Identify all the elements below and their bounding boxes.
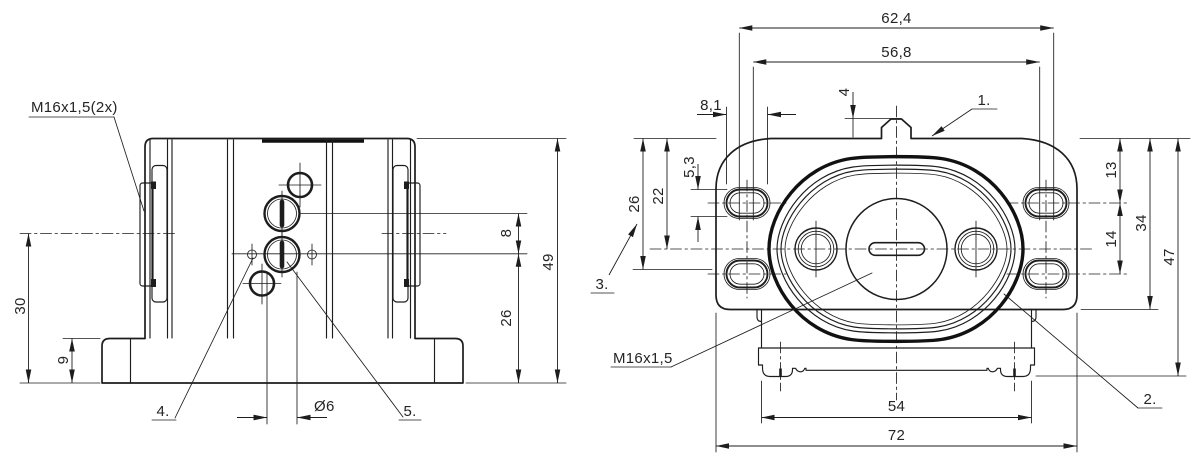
dim-4-text: 4 bbox=[836, 88, 853, 97]
oval-ring-outer bbox=[767, 154, 1025, 344]
dim-9-text: 9 bbox=[55, 356, 72, 365]
dim-26-front: 26 bbox=[626, 138, 713, 270]
central-plug bbox=[845, 197, 948, 301]
side-body-outline bbox=[144, 137, 416, 339]
slot-hole-bottom-left bbox=[723, 258, 771, 290]
dim-72-text: 72 bbox=[888, 427, 905, 444]
oval-ring-4 bbox=[784, 172, 1008, 326]
dim-dia6-text: Ø6 bbox=[314, 398, 335, 415]
dim-26-side-text: 26 bbox=[498, 309, 515, 326]
slot-hole-top-right bbox=[1022, 187, 1070, 219]
side-plug-upper-slot bbox=[279, 199, 285, 228]
callout-5-text: 5. bbox=[403, 403, 416, 420]
slot-hole-bottom-right bbox=[1022, 258, 1070, 290]
dim-62-4-text: 62,4 bbox=[881, 10, 911, 27]
callout-4: 4. bbox=[151, 257, 254, 421]
dim-8-1: 8,1 bbox=[697, 97, 796, 185]
dim-26-front-text: 26 bbox=[626, 195, 643, 212]
dim-13-text: 13 bbox=[1103, 161, 1120, 178]
side-hole-bottom bbox=[248, 270, 276, 297]
front-oval-cover bbox=[767, 154, 1025, 344]
front-base-bottom-profile bbox=[757, 364, 1036, 378]
dim-22: 22 bbox=[650, 138, 670, 249]
dim-14-text: 14 bbox=[1103, 230, 1120, 247]
dim-4: 4 bbox=[836, 88, 901, 138]
side-thread-label: M16x1,5(2x) bbox=[31, 99, 118, 116]
side-pin-left bbox=[247, 249, 257, 260]
callout-2-text: 2. bbox=[1143, 391, 1156, 408]
side-holes bbox=[231, 162, 528, 305]
port-right bbox=[954, 220, 998, 278]
front-thread-callout: M16x1,5 bbox=[610, 272, 873, 368]
side-plug-lower-slot bbox=[279, 240, 285, 269]
dim-62-4: 62,4 bbox=[738, 10, 1055, 221]
front-flange-outline bbox=[715, 118, 1078, 311]
dim-30-text: 30 bbox=[12, 297, 29, 314]
side-hole-top bbox=[286, 171, 314, 199]
callout-2: 2. bbox=[1003, 293, 1163, 409]
dim-8-1-text: 8,1 bbox=[700, 97, 722, 114]
callout-1-text: 1. bbox=[977, 92, 990, 109]
dim-34-text: 34 bbox=[1133, 214, 1150, 231]
oval-ring-2 bbox=[776, 164, 1016, 334]
side-view: 30 9 8 26 49 Ø6 bbox=[12, 99, 567, 425]
callout-5: 5. bbox=[286, 261, 422, 421]
dim-30: 30 bbox=[12, 233, 101, 384]
dim-13: 13 bbox=[1103, 138, 1123, 203]
port-left bbox=[794, 220, 838, 278]
dim-22-text: 22 bbox=[650, 187, 667, 204]
dim-56-8-text: 56,8 bbox=[881, 44, 911, 61]
dim-54: 54 bbox=[761, 380, 1032, 424]
oval-ring-3 bbox=[780, 168, 1012, 330]
front-thread-label: M16x1,5 bbox=[613, 350, 673, 367]
dim-47-text: 47 bbox=[1161, 248, 1178, 265]
callout-3: 3. bbox=[590, 223, 638, 294]
dim-dia6: Ø6 bbox=[237, 271, 335, 425]
dim-14: 14 bbox=[1103, 203, 1123, 274]
dim-34: 34 bbox=[1080, 138, 1159, 310]
dim-8: 8 bbox=[498, 213, 522, 254]
callout-4-text: 4. bbox=[156, 403, 169, 420]
dim-26-side: 26 bbox=[498, 253, 522, 383]
side-plug-upper bbox=[263, 194, 301, 233]
central-plug-slot bbox=[868, 241, 926, 257]
dim-56-8: 56,8 bbox=[752, 44, 1041, 221]
side-plug-lower bbox=[263, 235, 301, 274]
dim-9: 9 bbox=[55, 338, 101, 383]
side-thread-callout: M16x1,5(2x) bbox=[28, 99, 145, 212]
front-view: 62,4 56,8 8,1 4 22 bbox=[590, 10, 1191, 453]
callout-1: 1. bbox=[931, 92, 998, 137]
dim-8-text: 8 bbox=[498, 229, 515, 238]
dim-47: 47 bbox=[1035, 138, 1187, 377]
dim-49-text: 49 bbox=[540, 253, 557, 270]
dim-49: 49 bbox=[416, 138, 567, 384]
side-base-outline bbox=[101, 337, 464, 384]
slot-hole-top-left bbox=[723, 187, 771, 219]
side-pin-right bbox=[307, 249, 317, 260]
dim-5-3-text: 5,3 bbox=[681, 156, 698, 178]
front-base bbox=[756, 308, 1037, 392]
callout-3-text: 3. bbox=[595, 276, 608, 293]
dim-54-text: 54 bbox=[888, 398, 905, 415]
side-panel-lines bbox=[149, 139, 412, 339]
dim-5-3: 5,3 bbox=[681, 156, 728, 242]
front-slot-holes bbox=[707, 179, 1130, 299]
dim-72: 72 bbox=[715, 312, 1078, 453]
